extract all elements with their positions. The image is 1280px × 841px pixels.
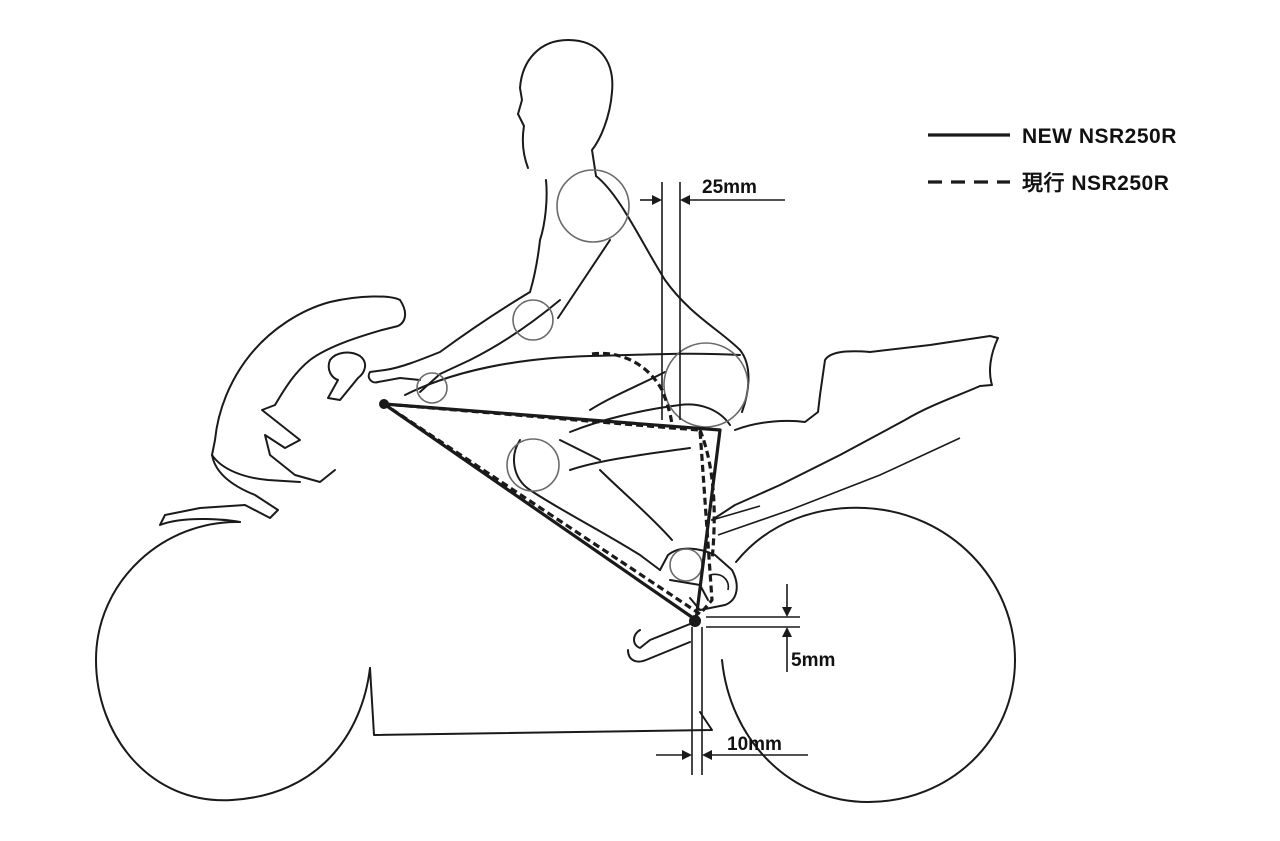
dimension-10mm: 10mm [656,627,808,775]
rider-figure [367,39,750,663]
footpeg-point [689,615,701,627]
swingarm-line [711,505,761,521]
footpeg-bracket [627,619,701,663]
dimension-5mm-label: 5mm [791,650,835,671]
rear-wheel [721,506,1016,803]
wrist-joint [416,372,448,404]
rider-shin [513,439,661,571]
triangle-new [382,402,722,622]
legend-new-label: NEW NSR250R [1022,125,1177,148]
rider-arm-upper [557,239,611,319]
windscreen [261,404,336,483]
hip-joint [663,342,749,428]
front-cowl-edge [211,454,301,483]
tank-line [404,352,741,396]
motorcycle-outline [95,295,1016,803]
elbow-joint [512,299,554,341]
dimension-10mm-label: 10mm [727,734,782,755]
tail-section [711,335,999,521]
triangle-current-line [382,402,714,616]
front-wheel [95,520,371,802]
front-fairing [159,295,406,526]
rider-arm [367,291,561,393]
grip-point [379,399,389,409]
rider-chest [529,179,548,293]
knee-joint [506,438,560,492]
rider-boot-ghost [709,573,730,591]
ankle-joint [669,548,703,582]
legend: NEW NSR250R 現行 NSR250R [928,125,1177,195]
rider-head [517,39,614,177]
back-curve-current [698,429,716,561]
dimension-5mm: 5mm [706,584,835,672]
rider-thigh [569,403,731,471]
rider-hip [589,371,666,411]
legend-old-label: 現行 NSR250R [1022,171,1169,195]
hip-curve-current [591,351,674,429]
shoulder-joint [556,169,630,243]
triangle-new-line [382,402,722,622]
dimension-25mm: 25mm [640,177,785,420]
lower-fairing [369,667,713,736]
rear-subframe [717,437,961,536]
dimension-25mm-label: 25mm [702,177,757,198]
handlebar [327,351,366,401]
joint-circles [416,169,749,582]
rider-back [595,175,750,413]
rider-shin-back [599,469,673,541]
